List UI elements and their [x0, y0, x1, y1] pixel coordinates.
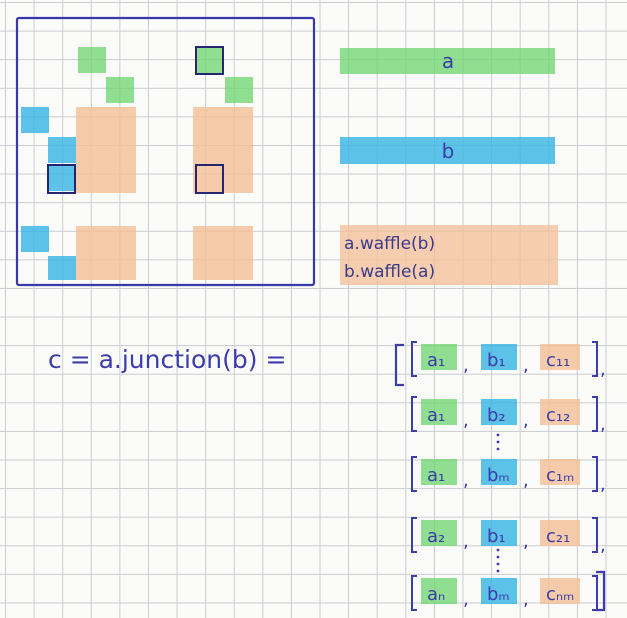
- matrix-cell-b: [48, 165, 76, 191]
- tuple-bracket-left: [411, 396, 417, 432]
- tuple-label-b: bₘ: [487, 465, 510, 486]
- tuple-comma: ,: [523, 589, 529, 610]
- equation-lhs: c = a.junction(b) =: [48, 345, 286, 374]
- tuple-swatch-a: [421, 578, 457, 604]
- tuple-bracket-right: [592, 575, 598, 611]
- tuple-label-a: a₁: [427, 405, 445, 426]
- tuple-swatch-a: [421, 520, 457, 546]
- legend-label-waffle-b-a: b.waffle(a): [344, 262, 435, 282]
- matrix-cell-b: [21, 107, 49, 133]
- tuple-bracket-left: [411, 341, 417, 377]
- tuple-swatch-c: [540, 399, 580, 425]
- tuple-label-c: c₁₂: [546, 405, 570, 426]
- matrix-cell-b: [48, 137, 76, 163]
- tuple-bracket-left: [411, 456, 417, 492]
- tuple-label-a: a₁: [427, 465, 445, 486]
- tuple-label-c: c₁₁: [546, 350, 570, 371]
- legend-bar-waffle: [340, 225, 558, 285]
- tuple-label-b: bₘ: [487, 584, 510, 605]
- matrix-cell-b: [21, 226, 49, 252]
- tuple-swatch-b: [481, 399, 517, 425]
- legend-label-a: a: [442, 49, 454, 73]
- tuple-swatch-c: [540, 578, 580, 604]
- matrix-cell-a: [225, 77, 253, 103]
- tuple-comma: ,: [463, 355, 469, 376]
- tuple-swatch-a: [421, 399, 457, 425]
- tuple-swatch-c: [540, 344, 580, 370]
- tuple-bracket-right: [592, 456, 598, 492]
- matrix-cell-waffle: [193, 226, 253, 280]
- tuple-comma: ,: [523, 410, 529, 431]
- legend-label-b: b: [442, 139, 455, 163]
- legend-label-waffle-a-b: a.waffle(b): [344, 234, 435, 254]
- ellipsis-dots: [496, 433, 500, 573]
- matrix-cell-outline: [195, 46, 224, 75]
- tuple-label-b: b₂: [487, 405, 506, 426]
- tuple-swatch-a: [421, 344, 457, 370]
- tuple-bracket-right: [592, 396, 598, 432]
- outer-bracket-left: [394, 343, 404, 387]
- row-comma: ,: [600, 535, 606, 556]
- legend-bar-b: [340, 137, 555, 164]
- matrix-frame: [15, 16, 316, 287]
- matrix-cell-waffle: [76, 107, 136, 193]
- tuple-label-c: cₙₘ: [546, 584, 574, 605]
- matrix-cell-a: [106, 77, 134, 103]
- row-comma: ,: [600, 359, 606, 380]
- tuple-list: a₁ b₁ c₁₁,,, a₁ b₂ c₁₂,,, a₁ bₘ c₁ₘ,,, a₂ b₁ c₂₁,,,…: [411, 341, 606, 611]
- matrix-cell-a: [78, 47, 106, 73]
- tuple-bracket-left: [411, 575, 417, 611]
- matrix-cell-a: [196, 47, 223, 73]
- tuple-swatch-a: [421, 459, 457, 485]
- tuple-comma: ,: [523, 531, 529, 552]
- tuple-comma: ,: [523, 470, 529, 491]
- tuple-label-c: c₁ₘ: [546, 465, 574, 486]
- row-comma: ,: [600, 474, 606, 495]
- tuple-comma: ,: [523, 355, 529, 376]
- tuple-swatch-b: [481, 578, 517, 604]
- tuple-swatch-b: [481, 520, 517, 546]
- matrix-cell-outline: [195, 164, 224, 194]
- tuple-bracket-right: [592, 341, 598, 377]
- tuple-swatch-c: [540, 459, 580, 485]
- matrix-cell-waffle: [76, 226, 136, 280]
- row-comma: ,: [600, 414, 606, 435]
- tuple-comma: ,: [463, 410, 469, 431]
- tuple-bracket-right: [592, 517, 598, 553]
- tuple-label-a: a₂: [427, 526, 445, 547]
- tuple-comma: ,: [463, 470, 469, 491]
- outer-bracket-right: [596, 570, 606, 612]
- matrix-cell-b: [48, 256, 76, 280]
- tuple-swatch-b: [481, 344, 517, 370]
- tuple-comma: ,: [463, 531, 469, 552]
- tuple-label-c: c₂₁: [546, 526, 570, 547]
- matrix-cell-outline: [47, 164, 76, 194]
- tuple-label-a: aₙ: [427, 584, 445, 605]
- tuple-label-b: b₁: [487, 350, 506, 371]
- legend-bar-a: [340, 48, 555, 74]
- tuple-swatch-c: [540, 520, 580, 546]
- tuple-swatch-b: [481, 459, 517, 485]
- tuple-comma: ,: [463, 589, 469, 610]
- tuple-label-a: a₁: [427, 350, 445, 371]
- tuple-bracket-left: [411, 517, 417, 553]
- tuple-label-b: b₁: [487, 526, 506, 547]
